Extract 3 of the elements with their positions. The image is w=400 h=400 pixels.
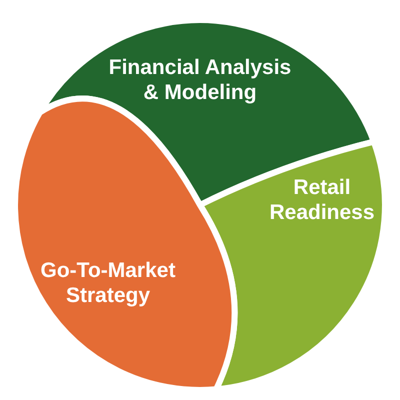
segment-label: Financial Analysis & Modeling xyxy=(108,54,292,106)
segment-label: Go-To-Market Strategy xyxy=(40,258,176,308)
segment-label: Retail Readiness xyxy=(268,174,376,226)
